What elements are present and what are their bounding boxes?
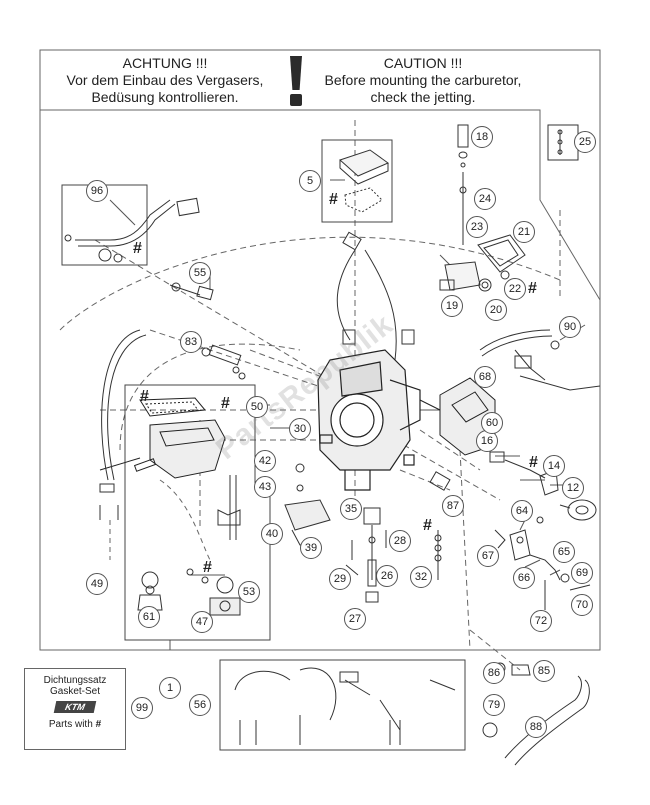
callout-5[interactable]: 5 bbox=[299, 170, 321, 192]
callout-68[interactable]: 68 bbox=[474, 366, 496, 388]
part-5-cover bbox=[339, 149, 390, 213]
callout-30[interactable]: 30 bbox=[289, 418, 311, 440]
accelerator-pump-parts bbox=[137, 568, 241, 616]
callout-66[interactable]: 66 bbox=[513, 567, 535, 589]
callout-47[interactable]: 47 bbox=[191, 611, 213, 633]
callout-18[interactable]: 18 bbox=[471, 126, 493, 148]
float-bowl bbox=[99, 397, 226, 479]
callout-49[interactable]: 49 bbox=[86, 573, 108, 595]
callout-60[interactable]: 60 bbox=[481, 412, 503, 434]
frame-right-edge bbox=[39, 110, 601, 651]
ktm-logo: KTM bbox=[53, 701, 97, 713]
hash-mark-96: # bbox=[133, 240, 142, 257]
drain-parts bbox=[482, 662, 590, 766]
callout-27[interactable]: 27 bbox=[344, 608, 366, 630]
box-56-hoses bbox=[234, 667, 456, 745]
callout-67[interactable]: 67 bbox=[477, 545, 499, 567]
warning-english-line-1: CAUTION !!! bbox=[383, 55, 463, 71]
warning-german-line-3: Bedüsung kontrollieren. bbox=[91, 89, 239, 105]
callout-35[interactable]: 35 bbox=[340, 498, 362, 520]
callout-12[interactable]: 12 bbox=[562, 477, 584, 499]
callout-23[interactable]: 23 bbox=[466, 216, 488, 238]
carburetor-body bbox=[317, 349, 421, 491]
warning-german-line-2: Vor dem Einbau des Vergasers, bbox=[66, 72, 264, 88]
warning-english-line-3: check the jetting. bbox=[370, 89, 476, 105]
callout-39[interactable]: 39 bbox=[300, 537, 322, 559]
kit-hash-mark: # bbox=[95, 719, 102, 730]
callout-43[interactable]: 43 bbox=[254, 476, 276, 498]
main-jets bbox=[345, 507, 442, 603]
hash-mark-gasket: # bbox=[140, 388, 149, 405]
part-55-screw bbox=[169, 282, 214, 301]
needle-assembly bbox=[457, 124, 469, 245]
vent-hoses-left bbox=[99, 329, 241, 540]
warning-english-line-2: Before mounting the carburetor, bbox=[324, 72, 522, 88]
callout-88[interactable]: 88 bbox=[525, 716, 547, 738]
callout-1[interactable]: 1 bbox=[159, 677, 181, 699]
part-87-plug bbox=[429, 471, 451, 491]
callout-90[interactable]: 90 bbox=[559, 316, 581, 338]
callout-21[interactable]: 21 bbox=[513, 221, 535, 243]
callout-87[interactable]: 87 bbox=[442, 495, 464, 517]
gasket-kit-box: Dichtungssatz Gasket-Set KTM Parts with … bbox=[24, 668, 126, 750]
callout-14[interactable]: 14 bbox=[543, 455, 565, 477]
callout-61[interactable]: 61 bbox=[138, 606, 160, 628]
part-box-56 bbox=[219, 659, 466, 751]
callout-53[interactable]: 53 bbox=[238, 581, 260, 603]
callout-42[interactable]: 42 bbox=[254, 450, 276, 472]
callout-69[interactable]: 69 bbox=[571, 562, 593, 584]
parts-39-40 bbox=[284, 463, 331, 546]
callout-83[interactable]: 83 bbox=[180, 331, 202, 353]
callout-72[interactable]: 72 bbox=[530, 610, 552, 632]
hash-mark-22: # bbox=[528, 280, 537, 297]
callout-50[interactable]: 50 bbox=[246, 396, 268, 418]
kit-parts-with-label: Parts with bbox=[48, 719, 93, 730]
callout-55[interactable]: 55 bbox=[189, 262, 211, 284]
hash-mark-5: # bbox=[329, 191, 338, 208]
leader-lines bbox=[59, 120, 561, 671]
kit-label-german: Dichtungssatz bbox=[43, 675, 107, 686]
callout-40[interactable]: 40 bbox=[261, 523, 283, 545]
callout-32[interactable]: 32 bbox=[410, 566, 432, 588]
exclamation-icon bbox=[283, 56, 309, 106]
callout-70[interactable]: 70 bbox=[571, 594, 593, 616]
parts-19-21 bbox=[439, 234, 526, 292]
kit-label-english: Gasket-Set bbox=[49, 686, 101, 697]
callout-56[interactable]: 56 bbox=[189, 694, 211, 716]
warning-english: CAUTION !!! Before mounting the carburet… bbox=[308, 55, 538, 106]
callout-86[interactable]: 86 bbox=[483, 662, 505, 684]
callout-64[interactable]: 64 bbox=[511, 500, 533, 522]
hash-mark-53: # bbox=[203, 559, 212, 576]
part-90-hose bbox=[479, 329, 601, 391]
callout-22[interactable]: 22 bbox=[504, 278, 526, 300]
warning-german: ACHTUNG !!! Vor dem Einbau des Vergasers… bbox=[50, 55, 280, 106]
kit-parts-with: Parts with # bbox=[25, 719, 125, 730]
callout-96[interactable]: 96 bbox=[86, 180, 108, 202]
part-83-jet bbox=[201, 344, 246, 380]
callout-28[interactable]: 28 bbox=[389, 530, 411, 552]
throttle-cables bbox=[336, 231, 415, 361]
warning-german-line-1: ACHTUNG !!! bbox=[122, 55, 208, 71]
callout-26[interactable]: 26 bbox=[376, 565, 398, 587]
assembly-dashes bbox=[109, 479, 211, 561]
callout-65[interactable]: 65 bbox=[553, 541, 575, 563]
part-96-sensor bbox=[64, 197, 200, 263]
callout-85[interactable]: 85 bbox=[533, 660, 555, 682]
callout-19[interactable]: 19 bbox=[441, 295, 463, 317]
hash-mark-14: # bbox=[529, 454, 538, 471]
callout-20[interactable]: 20 bbox=[485, 299, 507, 321]
callout-29[interactable]: 29 bbox=[329, 568, 351, 590]
hash-mark-32: # bbox=[423, 517, 432, 534]
callout-99[interactable]: 99 bbox=[131, 697, 153, 719]
callout-79[interactable]: 79 bbox=[483, 694, 505, 716]
callout-24[interactable]: 24 bbox=[474, 188, 496, 210]
hash-mark-83: # bbox=[221, 395, 230, 412]
callout-25[interactable]: 25 bbox=[574, 131, 596, 153]
choke-linkage-parts bbox=[494, 516, 591, 610]
part-box-5 bbox=[321, 139, 393, 223]
